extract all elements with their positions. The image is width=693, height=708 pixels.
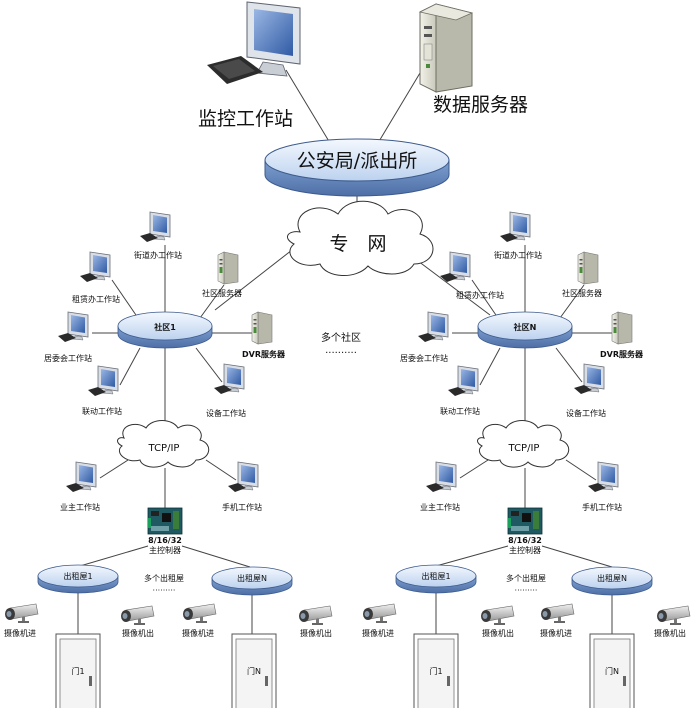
top-section: 监控工作站 数据服务器 公安局/派出所 [198, 1, 528, 225]
community-hub-left: 社区1 [117, 311, 213, 349]
camera-out-b-left-label: 摄像机出 [300, 628, 332, 638]
rental-n-right-label: 出租屋N [597, 573, 627, 583]
controller-model-label: 8/16/32 [148, 536, 182, 545]
tcpip-left-label: TCP/IP [148, 443, 180, 454]
community-server-label: 社区服务器 [202, 288, 242, 298]
camera-out-icon [656, 605, 691, 626]
police-bureau-label: 公安局/派出所 [297, 150, 417, 172]
mobile-station-label: 手机工作站 [582, 502, 622, 512]
rental-hub-1-right: 出租屋1 [395, 564, 477, 594]
community-server-label: 社区服务器 [562, 288, 602, 298]
dvr-server-icon [251, 311, 273, 345]
device-pc-icon [573, 363, 605, 395]
owner-pc-icon [425, 461, 457, 493]
private-network-label: 专 网 [329, 233, 386, 255]
community-hub-left-label: 社区1 [153, 322, 176, 332]
camera-in-icon [362, 603, 397, 624]
residents-committee-label: 居委会工作站 [400, 353, 448, 363]
rental-hub-1-left: 出租屋1 [37, 564, 119, 594]
camera-out-a-left-label: 摄像机出 [122, 628, 154, 638]
community-server-icon [217, 251, 239, 285]
multi-community-dots: ·········· [325, 348, 357, 359]
rental-office-label: 租赁办工作站 [456, 290, 504, 300]
linkage-station-label: 联动工作站 [82, 406, 122, 416]
multi-rental-right-label: 多个出租屋 [506, 573, 546, 583]
door-n-left-label: 门N [247, 666, 261, 676]
controller-name-label: 主控制器 [509, 545, 541, 555]
camera-out-a-right-label: 摄像机出 [482, 628, 514, 638]
mobile-station-label: 手机工作站 [222, 502, 262, 512]
mobile-pc-icon [227, 461, 259, 493]
street-office-pc-icon [499, 211, 531, 243]
camera-in-a-right-label: 摄像机进 [362, 628, 394, 638]
data-server-label: 数据服务器 [433, 94, 528, 116]
community-hub-right-label: 社区N [513, 322, 537, 332]
camera-in-icon [540, 603, 575, 624]
dvr-server-label: DVR服务器 [600, 349, 644, 359]
dvr-server-icon [611, 311, 633, 345]
rental-office-pc-icon [79, 251, 111, 283]
police-bureau-hub: 公安局/派出所 [264, 138, 450, 197]
multi-community-label: 多个社区 [321, 331, 361, 344]
camera-out-icon [120, 605, 155, 626]
residents-committee-pc-icon [417, 311, 449, 343]
camera-out-icon [480, 605, 515, 626]
linkage-pc-icon [447, 365, 479, 397]
mobile-pc-icon [587, 461, 619, 493]
door-1-left-label: 门1 [71, 666, 84, 676]
monitor-station-label: 监控工作站 [198, 108, 293, 130]
rental-hub-n-right: 出租屋N [571, 566, 653, 596]
camera-out-icon [298, 605, 333, 626]
tcpip-cloud-left: TCP/IP [117, 420, 210, 468]
door-n-right-label: 门N [605, 666, 619, 676]
rental-office-label: 租赁办工作站 [72, 294, 120, 304]
dvr-server-label: DVR服务器 [242, 349, 286, 359]
owner-station-label: 业主工作站 [420, 502, 460, 512]
multi-rental-right-dots: ········· [515, 586, 538, 595]
owner-station-label: 业主工作站 [60, 502, 100, 512]
rental-1-left-label: 出租屋1 [63, 571, 92, 581]
private-network-cloud: 专 网 [214, 200, 491, 316]
tcpip-cloud-right: TCP/IP [477, 420, 570, 468]
camera-in-icon [182, 603, 217, 624]
camera-in-a-left-label: 摄像机进 [4, 628, 36, 638]
street-office-pc-icon [139, 211, 171, 243]
camera-in-icon [4, 603, 39, 624]
multi-rental-left-label: 多个出租屋 [144, 573, 184, 583]
street-office-label: 街道办工作站 [494, 250, 542, 260]
camera-in-b-right-label: 摄像机进 [540, 628, 572, 638]
community-right: 街道办工作站 租赁办工作站 社区服务器 居委会工作站 DVR服务器 联动工作站 … [362, 211, 691, 708]
door-1-right-label: 门1 [429, 666, 442, 676]
camera-in-b-left-label: 摄像机进 [182, 628, 214, 638]
controller-name-label: 主控制器 [149, 545, 181, 555]
monitor-station-icon [207, 1, 301, 84]
camera-out-b-right-label: 摄像机出 [654, 628, 686, 638]
community-hub-right: 社区N [477, 311, 573, 349]
owner-pc-icon [65, 461, 97, 493]
main-controller-icon [147, 507, 183, 535]
multi-rental-left-dots: ········· [153, 586, 176, 595]
rental-office-pc-icon [439, 251, 471, 283]
residents-committee-pc-icon [57, 311, 89, 343]
residents-committee-label: 居委会工作站 [44, 353, 92, 363]
device-station-label: 设备工作站 [566, 408, 606, 418]
street-office-label: 街道办工作站 [134, 250, 182, 260]
device-pc-icon [213, 363, 245, 395]
community-left: 街道办工作站 租赁办工作站 社区服务器 居委会工作站 DVR服务器 联动工作站 … [4, 211, 333, 708]
device-station-label: 设备工作站 [206, 408, 246, 418]
data-server-icon [418, 3, 474, 93]
tcpip-right-label: TCP/IP [508, 443, 540, 454]
controller-model-label: 8/16/32 [508, 536, 542, 545]
rental-n-left-label: 出租屋N [237, 573, 267, 583]
linkage-station-label: 联动工作站 [440, 406, 480, 416]
rental-hub-n-left: 出租屋N [211, 566, 293, 596]
community-server-icon [577, 251, 599, 285]
rental-1-right-label: 出租屋1 [421, 571, 450, 581]
main-controller-icon [507, 507, 543, 535]
linkage-pc-icon [87, 365, 119, 397]
